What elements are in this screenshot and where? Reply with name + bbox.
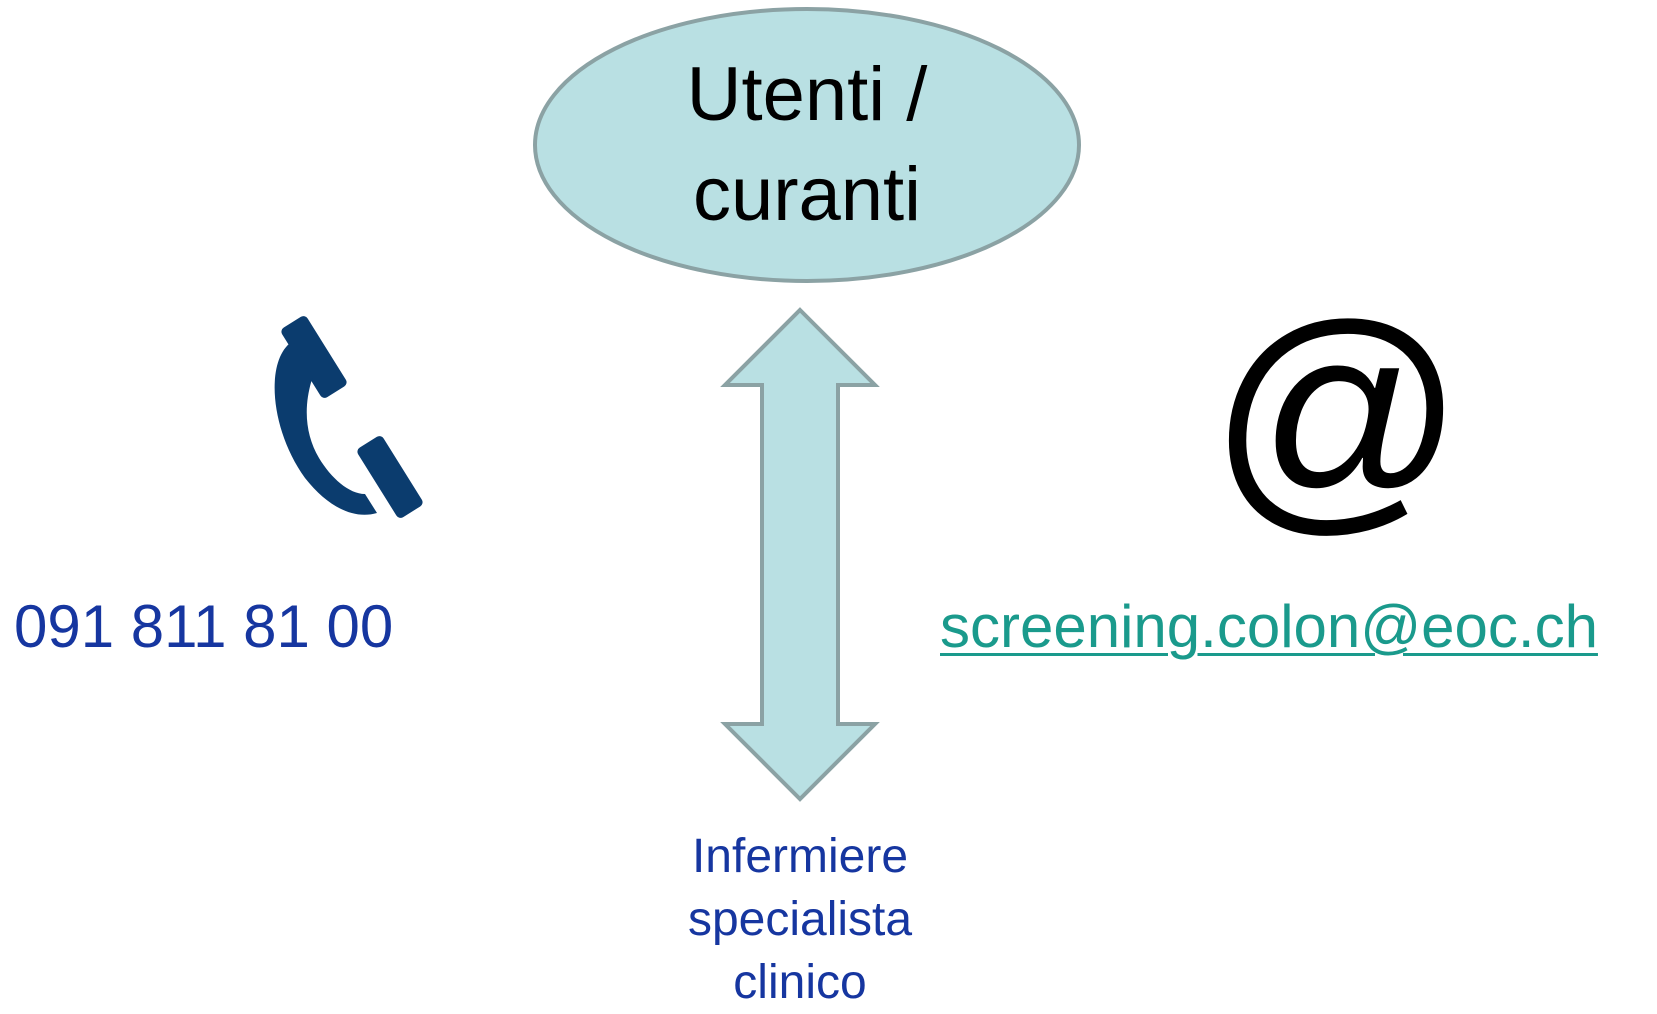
- role-label: Infermiere specialista clinico: [640, 825, 960, 1014]
- ellipse-shape: [533, 7, 1081, 283]
- phone-number: 091 811 81 00: [14, 593, 394, 660]
- email-link[interactable]: screening.colon@eoc.ch: [940, 593, 1598, 660]
- role-label-line-2: specialista: [687, 893, 913, 946]
- at-sign-glyph: @: [1209, 274, 1465, 555]
- role-label-line-3: clinico: [733, 956, 867, 1009]
- users-ellipse: Utenti / curanti: [532, 6, 1082, 284]
- role-label-line-1: Infermiere: [691, 830, 909, 883]
- ellipse-label-line-1: Utenti /: [686, 52, 928, 137]
- at-sign-icon: @: [1209, 289, 1465, 541]
- ellipse-label-line-2: curanti: [692, 152, 922, 237]
- ellipse-label: Utenti / curanti: [532, 6, 1082, 284]
- double-arrow-icon: [720, 307, 880, 802]
- phone-icon: [265, 308, 435, 523]
